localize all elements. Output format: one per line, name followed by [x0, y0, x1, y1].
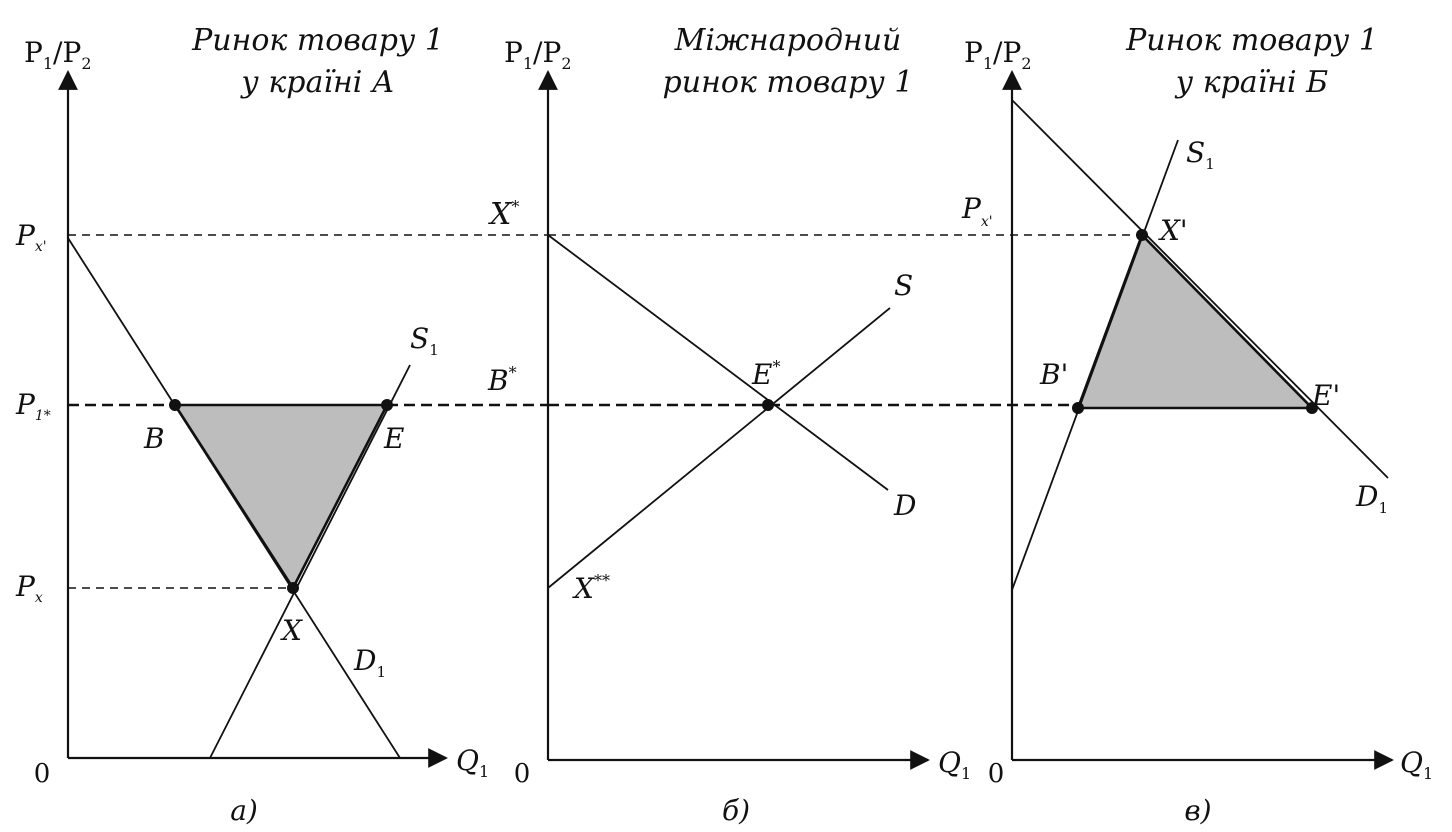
panel-c-title-line2: у країні Б: [1174, 65, 1328, 100]
panel-c-demand-curve: [1011, 99, 1389, 479]
panel-b-y-axis-label: P1/P2: [504, 36, 572, 73]
panel-a-price-p1-star: P1*: [15, 388, 51, 424]
panel-a-demand-label: D1: [353, 644, 386, 681]
panel-c-label-e-prime: E': [1311, 379, 1340, 412]
panel-a-price-px: Px: [15, 570, 43, 606]
panel-c-price-px-prime: Px': [961, 192, 993, 230]
panel-c-supply-curve: [1011, 139, 1179, 591]
panel-b-origin: 0: [514, 759, 531, 789]
panel-a-title-line1: Ринок товару 1: [191, 23, 444, 58]
panel-a-point-x: [287, 582, 299, 594]
panel-a-title-line2: у країні А: [239, 65, 394, 100]
panel-b-caption: б): [722, 794, 750, 827]
panel-b: Міжнародний ринок товару 1 P1/P2 Q1 0 X*…: [487, 23, 1142, 827]
panel-c-title-line1: Ринок товару 1: [1125, 23, 1378, 58]
panel-a-supply-curve: [209, 364, 411, 759]
panel-c-y-axis-label: P1/P2: [964, 36, 1032, 73]
panel-b-demand-label: D: [893, 489, 916, 522]
panel-a: Ринок товару 1 у країні А P1/P2 Q1 0 Px'…: [15, 23, 548, 827]
panel-b-point-e-star: [762, 399, 774, 411]
panel-a-label-x: X: [280, 614, 303, 647]
panel-a-x-axis-label: Q1: [456, 744, 489, 781]
panel-a-label-b: B: [143, 422, 165, 455]
panel-c-caption: в): [1184, 794, 1211, 827]
panel-a-point-b: [169, 399, 181, 411]
panel-a-label-e: E: [383, 422, 404, 455]
panel-b-title-line2: ринок товару 1: [663, 65, 914, 100]
panel-b-supply-curve: [547, 307, 891, 589]
panel-c-shaded-triangle: [1076, 232, 1316, 410]
panel-b-label-b-star: B*: [487, 363, 517, 397]
panel-b-x-axis-label: Q1: [938, 746, 971, 783]
panel-c-point-e-prime: [1306, 402, 1318, 414]
panel-c-x-axis-label: Q1: [1400, 746, 1433, 783]
panel-c-label-x-prime: X': [1158, 214, 1188, 247]
panel-a-caption: а): [230, 794, 258, 827]
panel-a-supply-label: S1: [410, 322, 439, 359]
panel-c-label-b-prime: B': [1039, 358, 1068, 391]
panel-c-origin: 0: [988, 759, 1005, 789]
panel-b-supply-label: S: [894, 269, 913, 302]
panel-a-price-px-prime: Px': [15, 219, 47, 255]
panel-a-origin: 0: [34, 759, 51, 789]
panel-a-point-e: [381, 399, 393, 411]
panel-a-y-axis-label: P1/P2: [24, 36, 92, 73]
panel-b-label-x-star: X*: [488, 197, 519, 232]
panel-c-supply-label: S1: [1186, 136, 1215, 173]
panel-b-demand-curve: [547, 234, 889, 491]
panel-a-shaded-triangle: [172, 403, 390, 591]
panel-c-demand-label: D1: [1355, 480, 1388, 517]
panel-b-label-e-star: E*: [751, 357, 780, 391]
panel-c-point-b-prime: [1072, 402, 1084, 414]
panel-c-point-x-prime: [1136, 229, 1148, 241]
panel-c: Ринок товару 1 у країні Б P1/P2 Q1 0 Px'…: [961, 23, 1433, 827]
panel-a-demand-curve: [67, 237, 401, 759]
panel-b-label-x-2star: X**: [572, 571, 610, 605]
panel-b-title-line1: Міжнародний: [674, 23, 902, 58]
